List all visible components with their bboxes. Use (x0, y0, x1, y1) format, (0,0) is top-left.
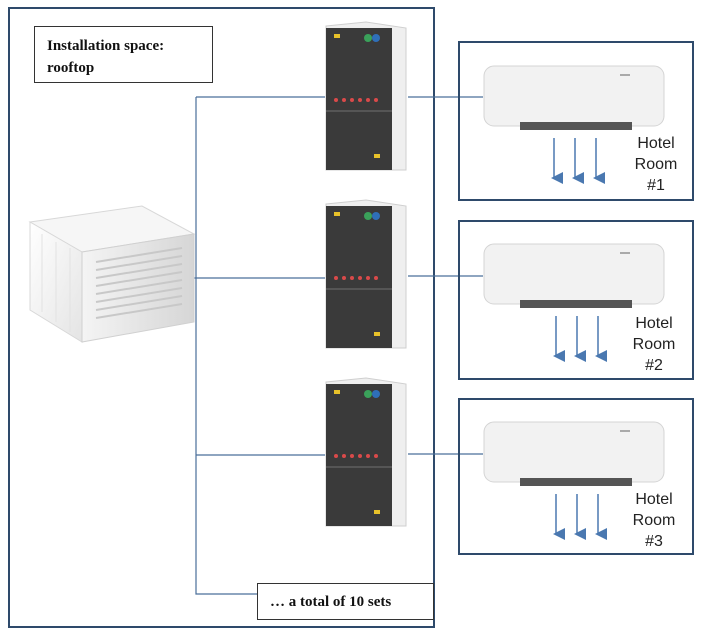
indoor-unit-1 (483, 65, 665, 130)
installation-label-line2: rooftop (47, 60, 95, 76)
airflow-arrows-1 (551, 138, 605, 184)
indoor-unit-2 (483, 243, 665, 308)
control-panel-1 (325, 21, 407, 171)
control-panel-2 (325, 199, 407, 349)
indoor-unit-3 (483, 421, 665, 486)
installation-label-line1: Installation space: (47, 38, 165, 54)
airflow-arrows-3 (553, 494, 607, 540)
airflow-arrows-2 (553, 316, 607, 362)
outdoor-unit-illustration (28, 205, 196, 343)
hotel-room-1-frame (458, 41, 694, 201)
trunk-line (195, 97, 258, 595)
room-3-label: Hotel Room #3 (632, 491, 676, 550)
total-sets-note: … a total of 10 sets (257, 583, 434, 620)
hotel-room-3-frame (458, 398, 694, 555)
installation-space-label: Installation space: rooftop (34, 26, 213, 83)
control-panel-3 (325, 377, 407, 527)
room-2-label: Hotel Room #2 (632, 315, 676, 374)
rooftop-installation-frame (8, 7, 435, 628)
hotel-room-2-frame (458, 220, 694, 380)
total-sets-text: … a total of 10 sets (270, 594, 392, 610)
room-1-label: Hotel Room #1 (634, 135, 678, 194)
